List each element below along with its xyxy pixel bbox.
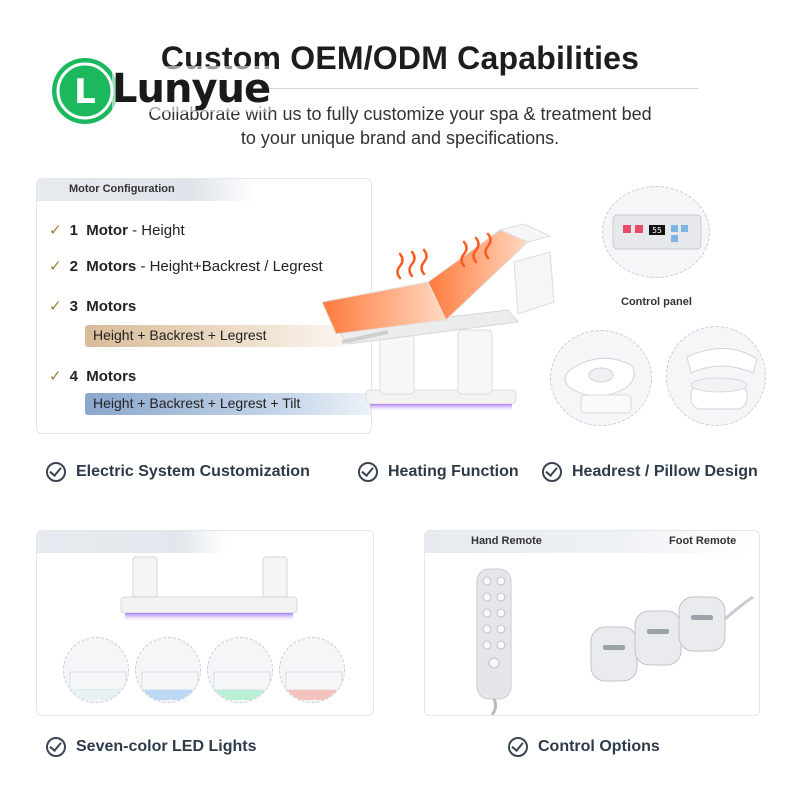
hand-remote-label: Hand Remote <box>471 535 542 547</box>
led-glow <box>142 690 198 700</box>
check-icon: ✓ <box>49 298 62 315</box>
check-circle-icon <box>358 462 378 482</box>
feature-label: Electric System Customization <box>76 463 310 480</box>
control-panel-display: 55 <box>652 226 662 235</box>
brand-logo-badge: L <box>52 58 118 124</box>
motor-count: 3 <box>69 298 78 315</box>
motor-name: Motors <box>86 258 137 275</box>
feature-label: Control Options <box>538 738 660 755</box>
feature-label: Headrest / Pillow Design <box>572 463 758 480</box>
led-lights-panel <box>36 530 374 716</box>
motor-count: 1 <box>69 222 78 239</box>
motor-configuration-tab: Motor Configuration <box>37 179 257 201</box>
bed-base-image <box>120 556 298 622</box>
subtitle-line-1: Collaborate with us to fully customize y… <box>148 104 652 124</box>
feature-heating: Heating Function <box>358 462 519 482</box>
logo-letter-mark: L <box>56 62 114 120</box>
motor-count: 4 <box>69 368 78 385</box>
control-panel-image: 55 <box>602 186 710 278</box>
remote-panel-tab: Hand Remote Foot Remote <box>425 531 759 553</box>
motor-3-functions-badge: Height + Backrest + Legrest <box>85 325 345 347</box>
remote-options-panel: Hand Remote Foot Remote <box>424 530 760 716</box>
motor-option-4: ✓ 4 Motors <box>49 367 136 385</box>
logo-letter: L <box>74 72 96 112</box>
led-glow <box>214 690 270 700</box>
motor-name: Motor <box>86 222 128 239</box>
motor-option-2: ✓ 2 Motors - Height+Backrest / Legrest <box>49 257 323 275</box>
subtitle-line-2: to your unique brand and specifications. <box>240 128 560 148</box>
check-icon: ✓ <box>49 222 62 239</box>
led-color-sample-3 <box>207 637 273 703</box>
feature-headrest-pillow: Headrest / Pillow Design <box>542 462 758 482</box>
feature-electric-system: Electric System Customization <box>46 462 310 482</box>
heated-spa-bed-image <box>321 223 555 412</box>
feature-control-options: Control Options <box>508 737 660 757</box>
check-circle-icon <box>508 737 528 757</box>
check-circle-icon <box>46 737 66 757</box>
led-color-sample-1 <box>63 637 129 703</box>
led-panel-tab <box>37 531 227 553</box>
motor-name: Motors <box>86 298 137 315</box>
motor-option-1: ✓ 1 Motor - Height <box>49 221 185 239</box>
feature-led-lights: Seven-color LED Lights <box>46 737 256 757</box>
control-panel-label: Control panel <box>621 296 692 308</box>
hand-remote-image <box>476 568 512 715</box>
motor-configuration-label: Motor Configuration <box>69 183 175 195</box>
foot-remote-image <box>590 595 754 682</box>
led-color-sample-2 <box>135 637 201 703</box>
title-divider <box>268 88 698 89</box>
led-glow <box>286 690 342 700</box>
motor-name: Motors <box>86 368 137 385</box>
led-glow <box>70 690 126 700</box>
check-icon: ✓ <box>49 258 62 275</box>
feature-label: Seven-color LED Lights <box>76 738 257 755</box>
motor-detail: - Height+Backrest / Legrest <box>140 258 323 275</box>
motor-option-3: ✓ 3 Motors <box>49 297 136 315</box>
brand-logo-text: Lunyue <box>112 66 271 112</box>
headrest-image <box>550 330 652 426</box>
control-panel-illustration: 55 <box>612 214 702 250</box>
feature-label: Heating Function <box>388 463 519 480</box>
foot-remote-label: Foot Remote <box>669 535 737 547</box>
led-color-sample-4 <box>279 637 345 703</box>
check-circle-icon <box>542 462 562 482</box>
pillow-image <box>666 326 766 426</box>
motor-configuration-panel: Motor Configuration ✓ 1 Motor - Height ✓ 2… <box>36 178 372 434</box>
motor-detail: - Height <box>132 222 185 239</box>
motor-4-functions-badge: Height + Backrest + Legrest + Tilt <box>85 393 371 415</box>
motor-count: 2 <box>69 258 78 275</box>
check-icon: ✓ <box>49 368 62 385</box>
check-circle-icon <box>46 462 66 482</box>
